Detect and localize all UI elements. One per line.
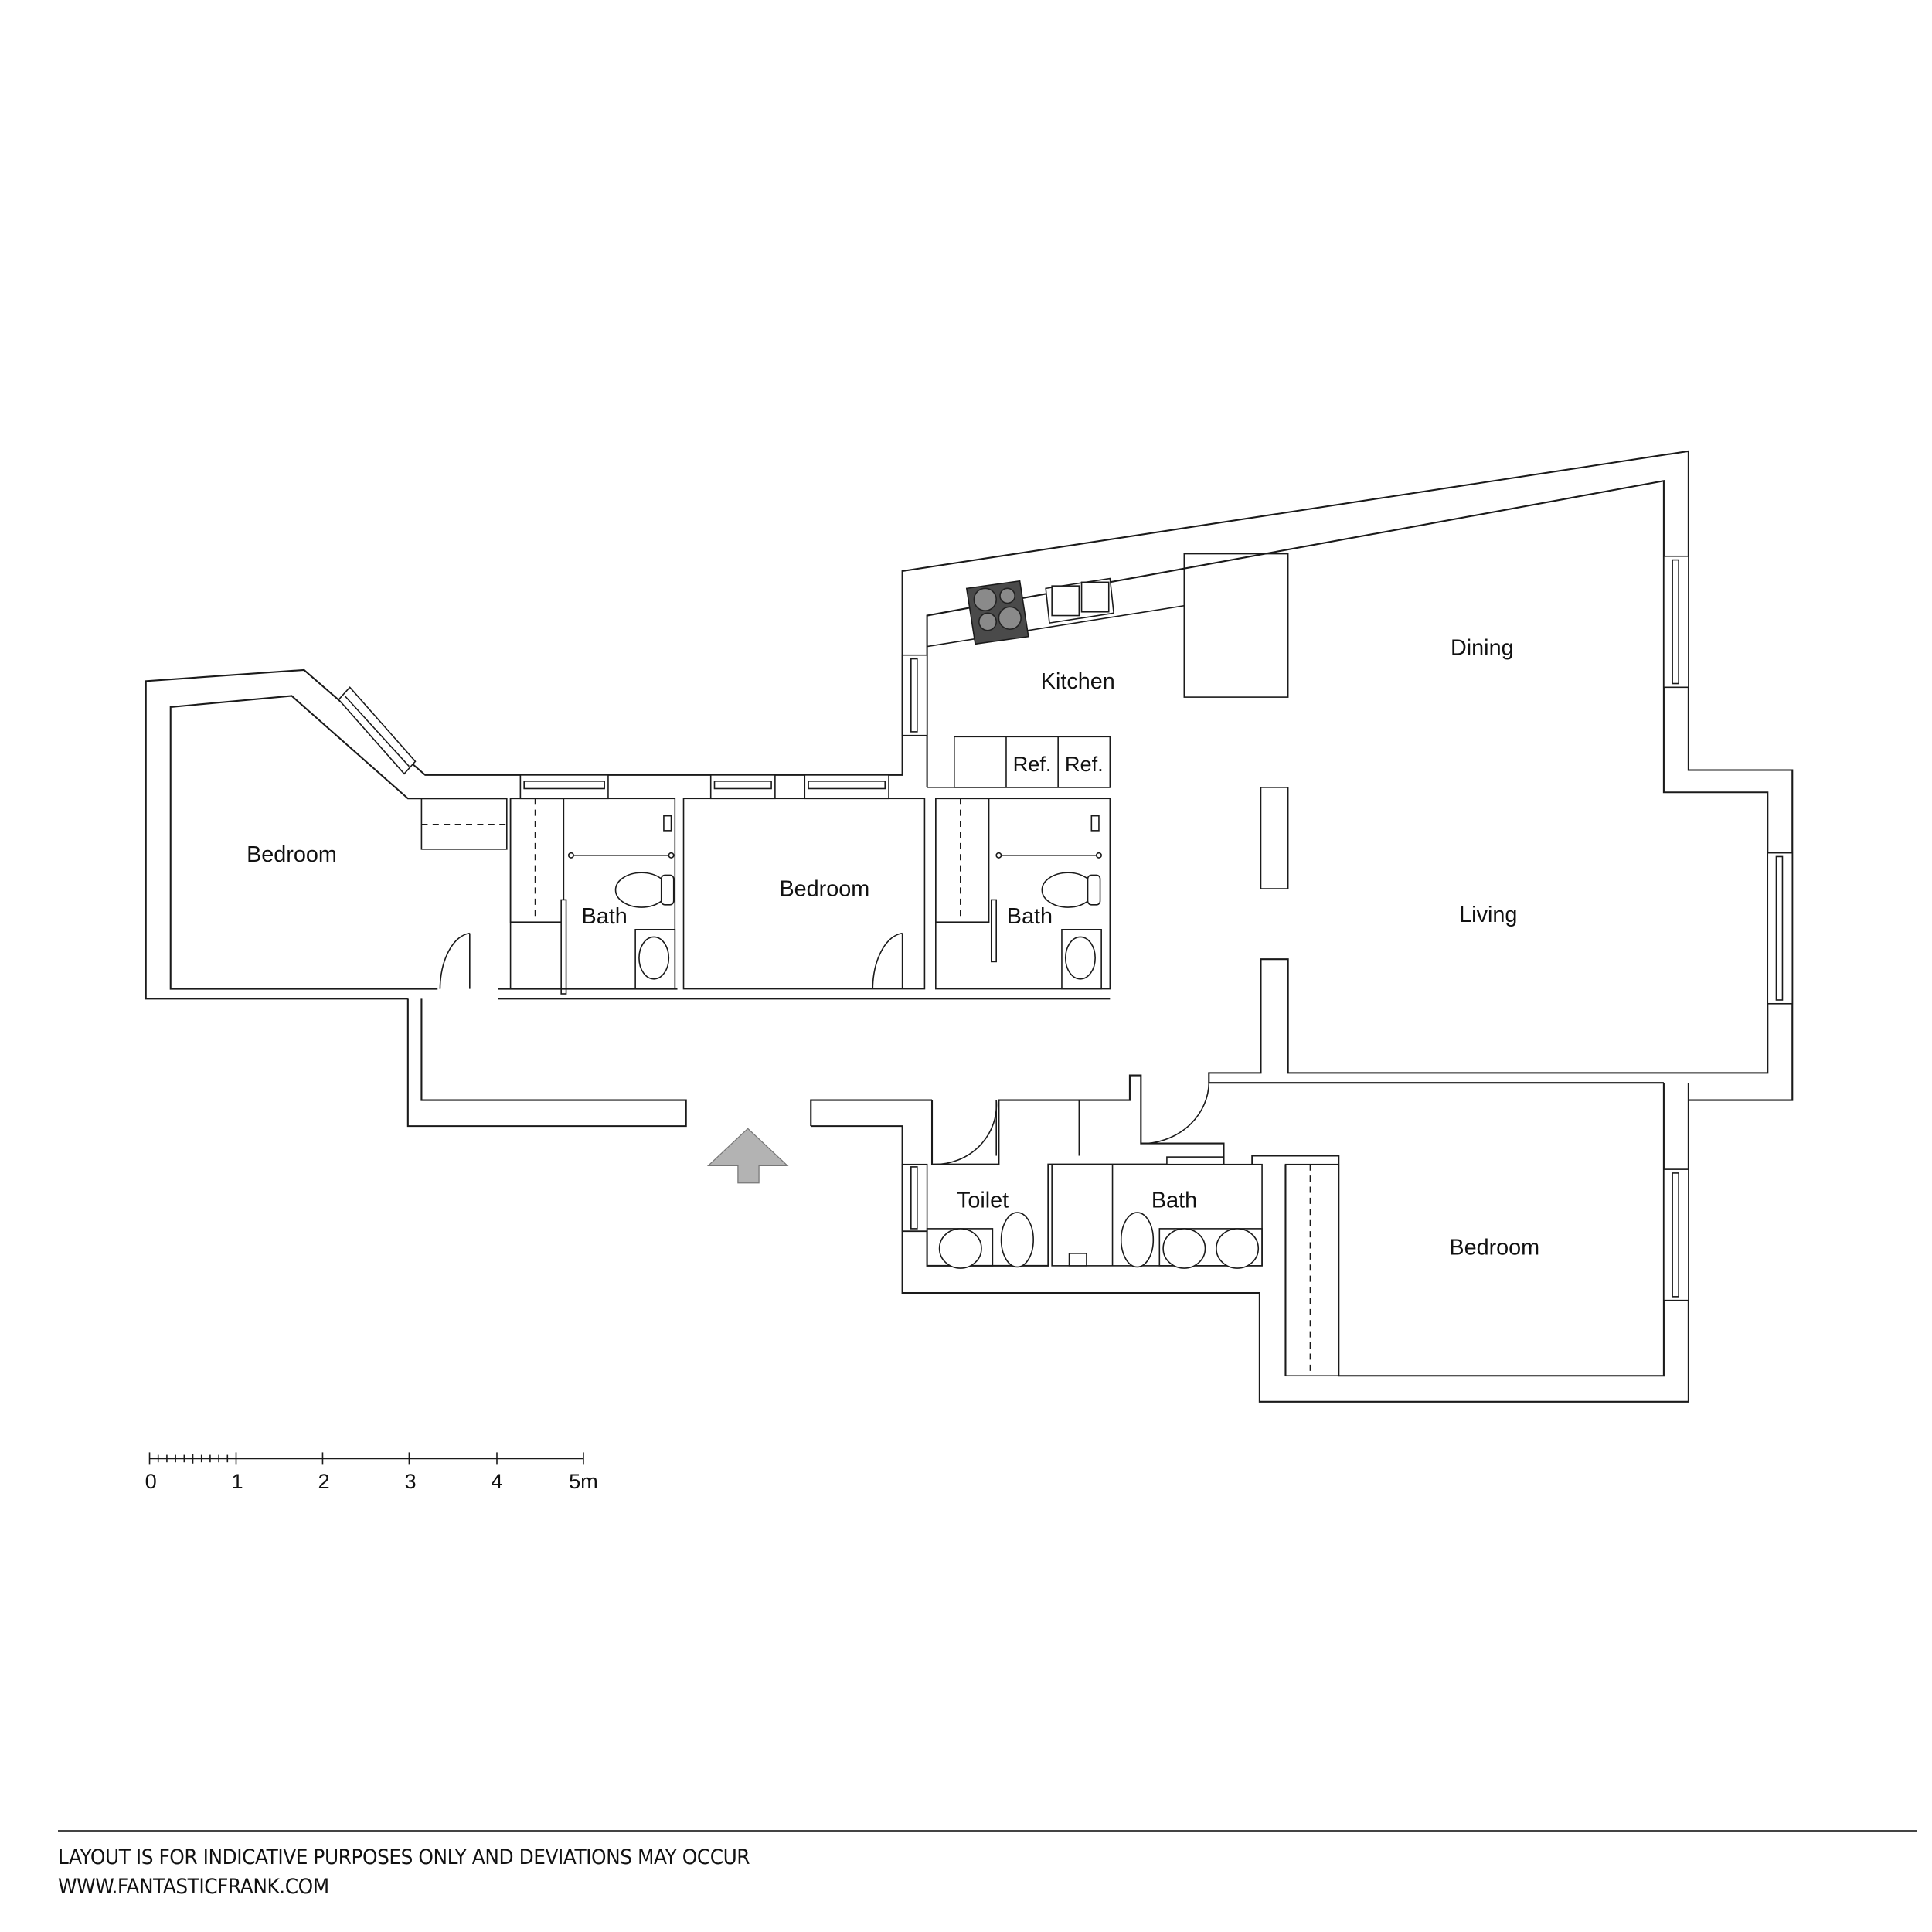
- label-bedroom-middle: Bedroom: [779, 877, 869, 902]
- scale-bar: 0 1 2 3 4 5m: [145, 1452, 598, 1493]
- label-bath-south: Bath: [1151, 1189, 1197, 1213]
- main-space-walls: [901, 479, 1794, 1101]
- label-bath-west: Bath: [582, 904, 628, 929]
- middle-bedroom: [682, 798, 926, 990]
- middle-bath: [935, 798, 1111, 990]
- scale-tick-3: 3: [404, 1469, 416, 1493]
- label-kitchen: Kitchen: [1041, 669, 1115, 694]
- label-toilet: Toilet: [957, 1189, 1009, 1213]
- footer-disclaimer: LAYOUT IS FOR INDICATIVE PURPOSES ONLY A…: [58, 1845, 750, 1869]
- shower-tap-icon: [663, 815, 672, 832]
- east-wardrobe: [1284, 1163, 1340, 1377]
- pantry: [1183, 553, 1289, 698]
- scale-tick-0: 0: [145, 1469, 157, 1493]
- label-living: Living: [1459, 903, 1517, 927]
- sink-icon: [938, 1228, 982, 1269]
- footer-website: WWW.FANTASTICFRANK.COM: [58, 1875, 329, 1899]
- sink-icon: [1064, 936, 1096, 980]
- toilet-icon: [1000, 1212, 1034, 1268]
- scale-tick-4: 4: [491, 1469, 502, 1493]
- shower-tap-icon: [1090, 815, 1100, 832]
- west-bath: [509, 798, 676, 995]
- label-dining: Dining: [1451, 636, 1514, 661]
- sink-icon: [638, 936, 670, 980]
- entrance-arrow-icon: [706, 1128, 789, 1184]
- label-bath-middle: Bath: [1007, 904, 1053, 929]
- west-bath-door-slide: [560, 899, 567, 995]
- label-ref-1: Ref.: [1013, 752, 1052, 776]
- toilet-icon: [1120, 1212, 1155, 1268]
- column: [1260, 787, 1289, 889]
- sliding-door: [1166, 1156, 1225, 1165]
- east-bedroom: [1251, 1083, 1689, 1377]
- toilet-icon: [1041, 872, 1095, 908]
- label-bedroom-east: Bedroom: [1449, 1235, 1539, 1260]
- footer-divider: [58, 1830, 1917, 1832]
- scale-tick-2: 2: [318, 1469, 330, 1493]
- sink-icon: [1216, 1228, 1260, 1269]
- shower-tap-icon: [1068, 1253, 1087, 1267]
- label-ref-2: Ref.: [1065, 752, 1104, 776]
- south-wet-rooms: [901, 1074, 1263, 1269]
- sink-icon: [1162, 1228, 1206, 1269]
- scale-tick-5: 5m: [569, 1469, 598, 1493]
- fridge-row: [954, 736, 1111, 788]
- label-bedroom-west: Bedroom: [247, 842, 337, 867]
- scale-tick-1: 1: [232, 1469, 243, 1493]
- toilet-icon: [614, 872, 668, 908]
- corridor-walls: [406, 932, 1689, 1403]
